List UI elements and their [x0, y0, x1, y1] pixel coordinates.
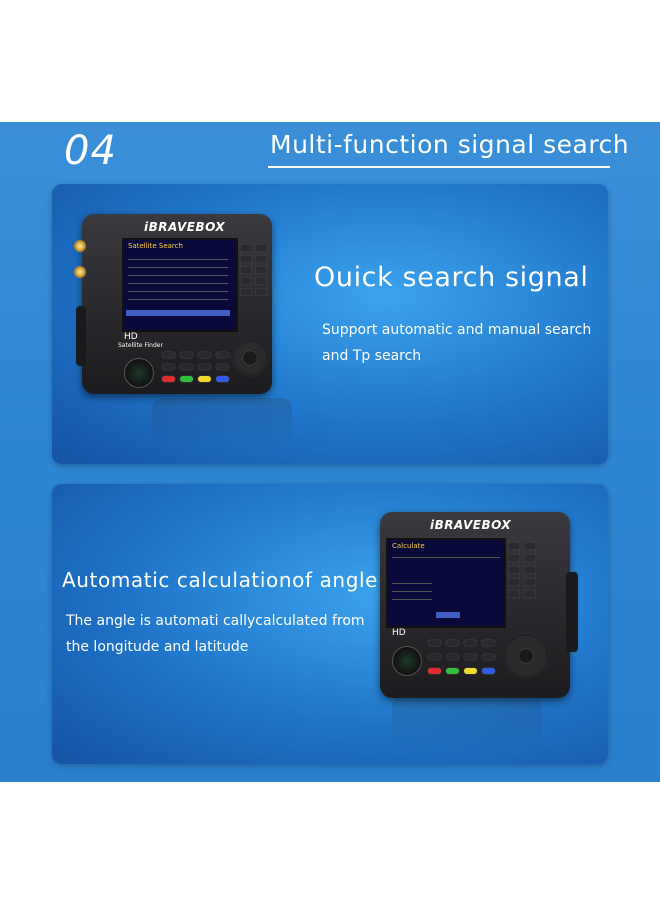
yellow-button[interactable] — [198, 376, 211, 382]
shift-button[interactable] — [180, 376, 193, 382]
mute-button[interactable] — [446, 654, 459, 660]
compass-icon — [392, 646, 422, 676]
device-reflection — [152, 398, 292, 448]
screen-row — [392, 580, 432, 584]
key-5[interactable] — [508, 566, 520, 574]
device-reflection — [392, 696, 542, 752]
product-label: Satellite Finder — [118, 342, 163, 349]
screen-title: Satellite Search — [128, 242, 183, 250]
key-6[interactable] — [524, 566, 536, 574]
fav-button[interactable] — [216, 364, 229, 370]
card-title: Ouick search signal — [314, 262, 589, 293]
key-5[interactable] — [240, 266, 252, 274]
hd-logo: HD — [124, 332, 138, 342]
screen-selected-row — [126, 310, 230, 316]
card-title: Automatic calculationof angle — [62, 568, 379, 592]
screen-row — [128, 288, 228, 292]
hd-logo: HD — [392, 628, 406, 638]
key-1[interactable] — [508, 542, 520, 550]
key-6[interactable] — [255, 266, 267, 274]
section-number: 04 — [64, 128, 117, 174]
screen-row — [128, 272, 228, 276]
menu-button[interactable] — [162, 352, 175, 358]
blight-button[interactable] — [198, 364, 211, 370]
screen-row — [392, 596, 432, 600]
number-keypad — [240, 244, 267, 296]
satellite-finder-device: iBRAVEBOX Satellite Search HD Satellite … — [74, 214, 272, 394]
key-8[interactable] — [524, 578, 536, 586]
blight-button[interactable] — [464, 654, 477, 660]
section-title: Multi-function signal search — [270, 130, 630, 159]
mute-button[interactable] — [180, 364, 193, 370]
screen-row — [392, 588, 432, 592]
fav-button[interactable] — [482, 654, 495, 660]
number-keypad — [508, 542, 536, 598]
info-button[interactable] — [180, 352, 193, 358]
exit-button[interactable] — [162, 364, 175, 370]
sat-button[interactable] — [198, 352, 211, 358]
key-4[interactable] — [524, 554, 536, 562]
info-button[interactable] — [446, 640, 459, 646]
brand-logo: iBRAVEBOX — [144, 220, 226, 234]
satellite-finder-device: iBRAVEBOX Calculate HD — [380, 512, 578, 698]
key-2[interactable] — [255, 244, 267, 252]
card-description-line: The angle is automati callycalculated fr… — [66, 613, 365, 629]
audio-button[interactable] — [216, 376, 229, 382]
device-screen: Calculate — [386, 538, 506, 628]
screen-title: Calculate — [392, 542, 425, 550]
compass-icon — [124, 358, 154, 388]
direction-pad[interactable] — [232, 340, 268, 376]
coax-connector-icon — [74, 240, 86, 252]
key-7[interactable] — [508, 578, 520, 586]
feature-card-quick-search: iBRAVEBOX Satellite Search HD Satellite … — [52, 184, 608, 464]
screen-row — [128, 264, 228, 268]
side-panel — [566, 572, 578, 652]
direction-pad[interactable] — [504, 634, 548, 678]
screen-row — [128, 280, 228, 284]
usb-port — [76, 306, 86, 366]
sat-button[interactable] — [464, 640, 477, 646]
yellow-button[interactable] — [464, 668, 477, 674]
screen-row — [128, 256, 228, 260]
brand-logo: iBRAVEBOX — [430, 518, 512, 532]
key-7[interactable] — [240, 277, 252, 285]
screen-selected-row — [436, 612, 460, 618]
menu-button[interactable] — [428, 640, 441, 646]
key-8[interactable] — [255, 277, 267, 285]
ok-button[interactable] — [243, 351, 257, 365]
key-0[interactable] — [255, 288, 267, 296]
rec-button[interactable] — [428, 668, 441, 674]
screen-row — [128, 296, 228, 300]
coax-connector-icon — [74, 266, 86, 278]
key-4[interactable] — [255, 255, 267, 263]
tvr-button[interactable] — [216, 352, 229, 358]
key-0[interactable] — [524, 590, 536, 598]
tvr-button[interactable] — [482, 640, 495, 646]
ok-button[interactable] — [519, 649, 533, 663]
card-description-line: the longitude and latitude — [66, 639, 249, 655]
shift-button[interactable] — [446, 668, 459, 674]
title-underline — [268, 166, 610, 168]
key-3[interactable] — [508, 554, 520, 562]
key-2[interactable] — [524, 542, 536, 550]
screen-row — [392, 554, 500, 558]
key-1[interactable] — [240, 244, 252, 252]
device-screen: Satellite Search — [122, 238, 238, 332]
feature-card-angle-calculation: Automatic calculationof angle The angle … — [52, 484, 608, 764]
audio-button[interactable] — [482, 668, 495, 674]
rec-button[interactable] — [162, 376, 175, 382]
key-3[interactable] — [240, 255, 252, 263]
card-description-line: Support automatic and manual search — [322, 322, 592, 338]
exit-button[interactable] — [428, 654, 441, 660]
key-9[interactable] — [508, 590, 520, 598]
card-description-line: and Tp search — [322, 348, 422, 364]
key-9[interactable] — [240, 288, 252, 296]
